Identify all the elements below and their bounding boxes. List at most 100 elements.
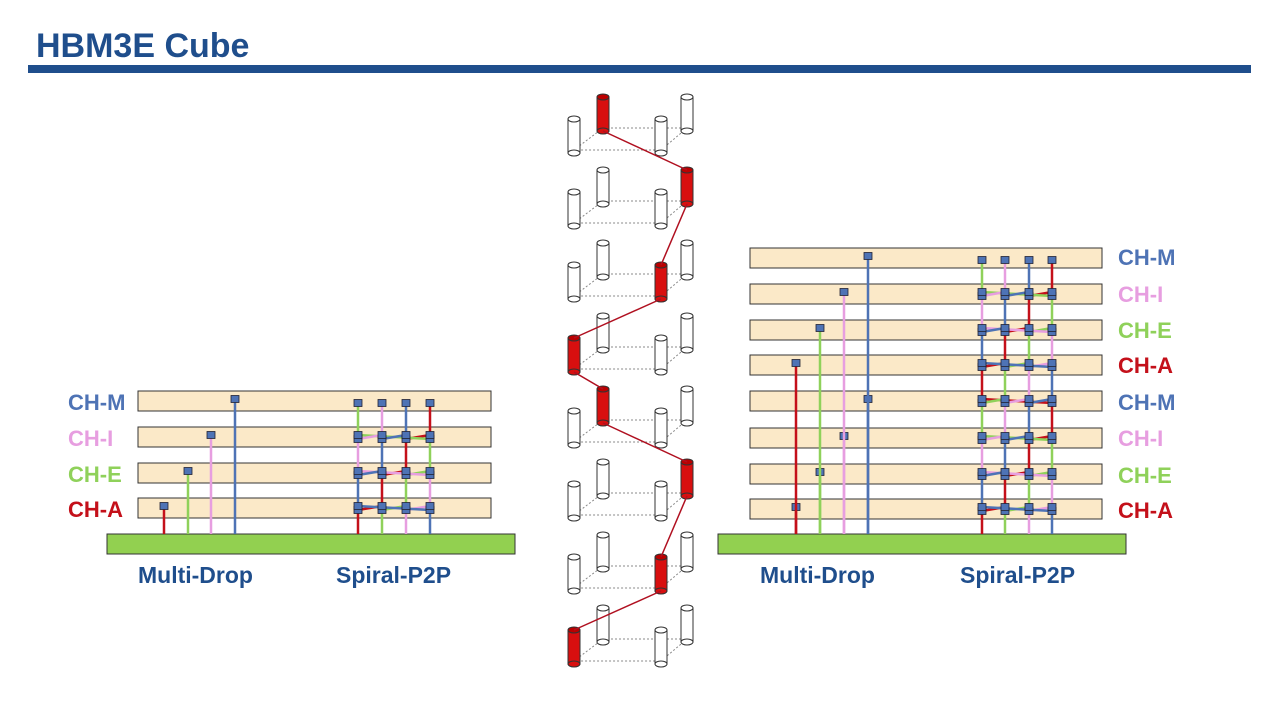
tsv-cylinder-top (596, 312, 610, 320)
micro-bump (1024, 256, 1034, 264)
tsv-cylinder-bottom (567, 514, 581, 522)
tsv-cylinder-top (680, 312, 694, 320)
micro-bump (1024, 468, 1034, 476)
right-label-ch-e-lower: CH-E (1118, 463, 1172, 488)
die-outline (572, 127, 689, 151)
tsv-cylinder-top (596, 239, 610, 247)
tsv-cylinder (654, 118, 668, 154)
tsv-cylinder-bottom (680, 638, 694, 646)
micro-bump (1000, 359, 1010, 367)
right-label-ch-a-lower: CH-A (1118, 498, 1173, 523)
base-logic-die (106, 533, 516, 555)
tsv-cylinder-bottom (596, 638, 610, 646)
tsv-cylinder-bottom (680, 419, 694, 427)
micro-bump (401, 467, 411, 475)
tsv-cylinder-bottom (596, 346, 610, 354)
left-label-ch-e: CH-E (68, 462, 122, 487)
micro-bump (377, 399, 387, 407)
tsv-cylinder-top (654, 480, 668, 488)
right-caption-spiral-p2p: Spiral-P2P (960, 562, 1076, 588)
tsv-cylinder-bottom (680, 346, 694, 354)
micro-bump (353, 502, 363, 510)
die-outline (572, 638, 689, 662)
active-tsv-cylinder (654, 556, 668, 592)
micro-bump (1000, 468, 1010, 476)
spiral-connector (573, 298, 662, 339)
right-label-ch-i-lower: CH-I (1118, 426, 1164, 451)
micro-bump (977, 432, 987, 440)
micro-bump (839, 288, 849, 296)
micro-bump (377, 467, 387, 475)
tsv-cylinder-bottom (654, 514, 668, 522)
tsv-cylinder-top (680, 604, 694, 612)
micro-bump (1047, 256, 1057, 264)
core-die (749, 247, 1103, 269)
spiral-connector (573, 590, 662, 631)
micro-bump (1024, 432, 1034, 440)
micro-bump (425, 431, 435, 439)
active-tsv-cylinder (680, 461, 694, 497)
micro-bump (1024, 288, 1034, 296)
tsv-cylinder (654, 483, 668, 519)
left-label-ch-m: CH-M (68, 390, 126, 415)
core-die (137, 497, 492, 519)
micro-bump (401, 431, 411, 439)
tsv-cylinder (567, 264, 581, 300)
tsv-cylinder-top (654, 626, 668, 634)
micro-bump (1047, 288, 1057, 296)
core-die (137, 390, 492, 412)
tsv-cylinder-top (680, 93, 694, 101)
spiral-connector (602, 422, 688, 463)
core-die (749, 390, 1103, 412)
tsv-cylinder-bottom (654, 222, 668, 230)
tsv-cylinder-top (567, 407, 581, 415)
tsv-cylinder-top (596, 458, 610, 466)
active-tsv-cylinder (654, 264, 668, 300)
tsv-cylinder-top (567, 115, 581, 123)
left-caption-multi-drop: Multi-Drop (138, 562, 253, 588)
micro-bump (815, 324, 825, 332)
micro-bump (1047, 324, 1057, 332)
micro-bump (377, 502, 387, 510)
tsv-cylinder (680, 242, 694, 278)
micro-bump (230, 395, 240, 403)
spiral-connector (660, 203, 688, 266)
tsv-cylinder-top (654, 188, 668, 196)
tsv-cylinder (596, 461, 610, 497)
base-logic-die (717, 533, 1127, 555)
micro-bump (1024, 395, 1034, 403)
core-die (749, 498, 1103, 520)
tsv-cylinder-top (567, 553, 581, 561)
core-die (749, 283, 1103, 305)
tsv-cylinder-bottom (567, 587, 581, 595)
micro-bump (1000, 432, 1010, 440)
tsv-cylinder (680, 534, 694, 570)
tsv-cylinder-bottom (596, 273, 610, 281)
die-outline (572, 200, 689, 224)
die-outline (572, 273, 689, 297)
tsv-cylinder-bottom (567, 441, 581, 449)
spiral-connector (602, 130, 688, 171)
title-rule (28, 65, 1251, 73)
micro-bump (1047, 503, 1057, 511)
tsv-cylinder (654, 410, 668, 446)
page-title: HBM3E Cube (36, 27, 250, 65)
micro-bump (1047, 395, 1057, 403)
micro-bump (183, 467, 193, 475)
micro-bump (401, 399, 411, 407)
right-8-high-stack (717, 247, 1127, 555)
micro-bump (377, 431, 387, 439)
tsv-cylinder (567, 410, 581, 446)
tsv-cylinder-bottom (654, 441, 668, 449)
micro-bump (353, 431, 363, 439)
spiral-connector (660, 495, 688, 558)
tsv-cylinder (596, 607, 610, 643)
core-die (749, 463, 1103, 485)
micro-bump (1024, 324, 1034, 332)
tsv-cylinder (654, 191, 668, 227)
tsv-cylinder-top (596, 166, 610, 174)
tsv-cylinder (680, 388, 694, 424)
left-caption-spiral-p2p: Spiral-P2P (336, 562, 452, 588)
tsv-cylinder (567, 118, 581, 154)
